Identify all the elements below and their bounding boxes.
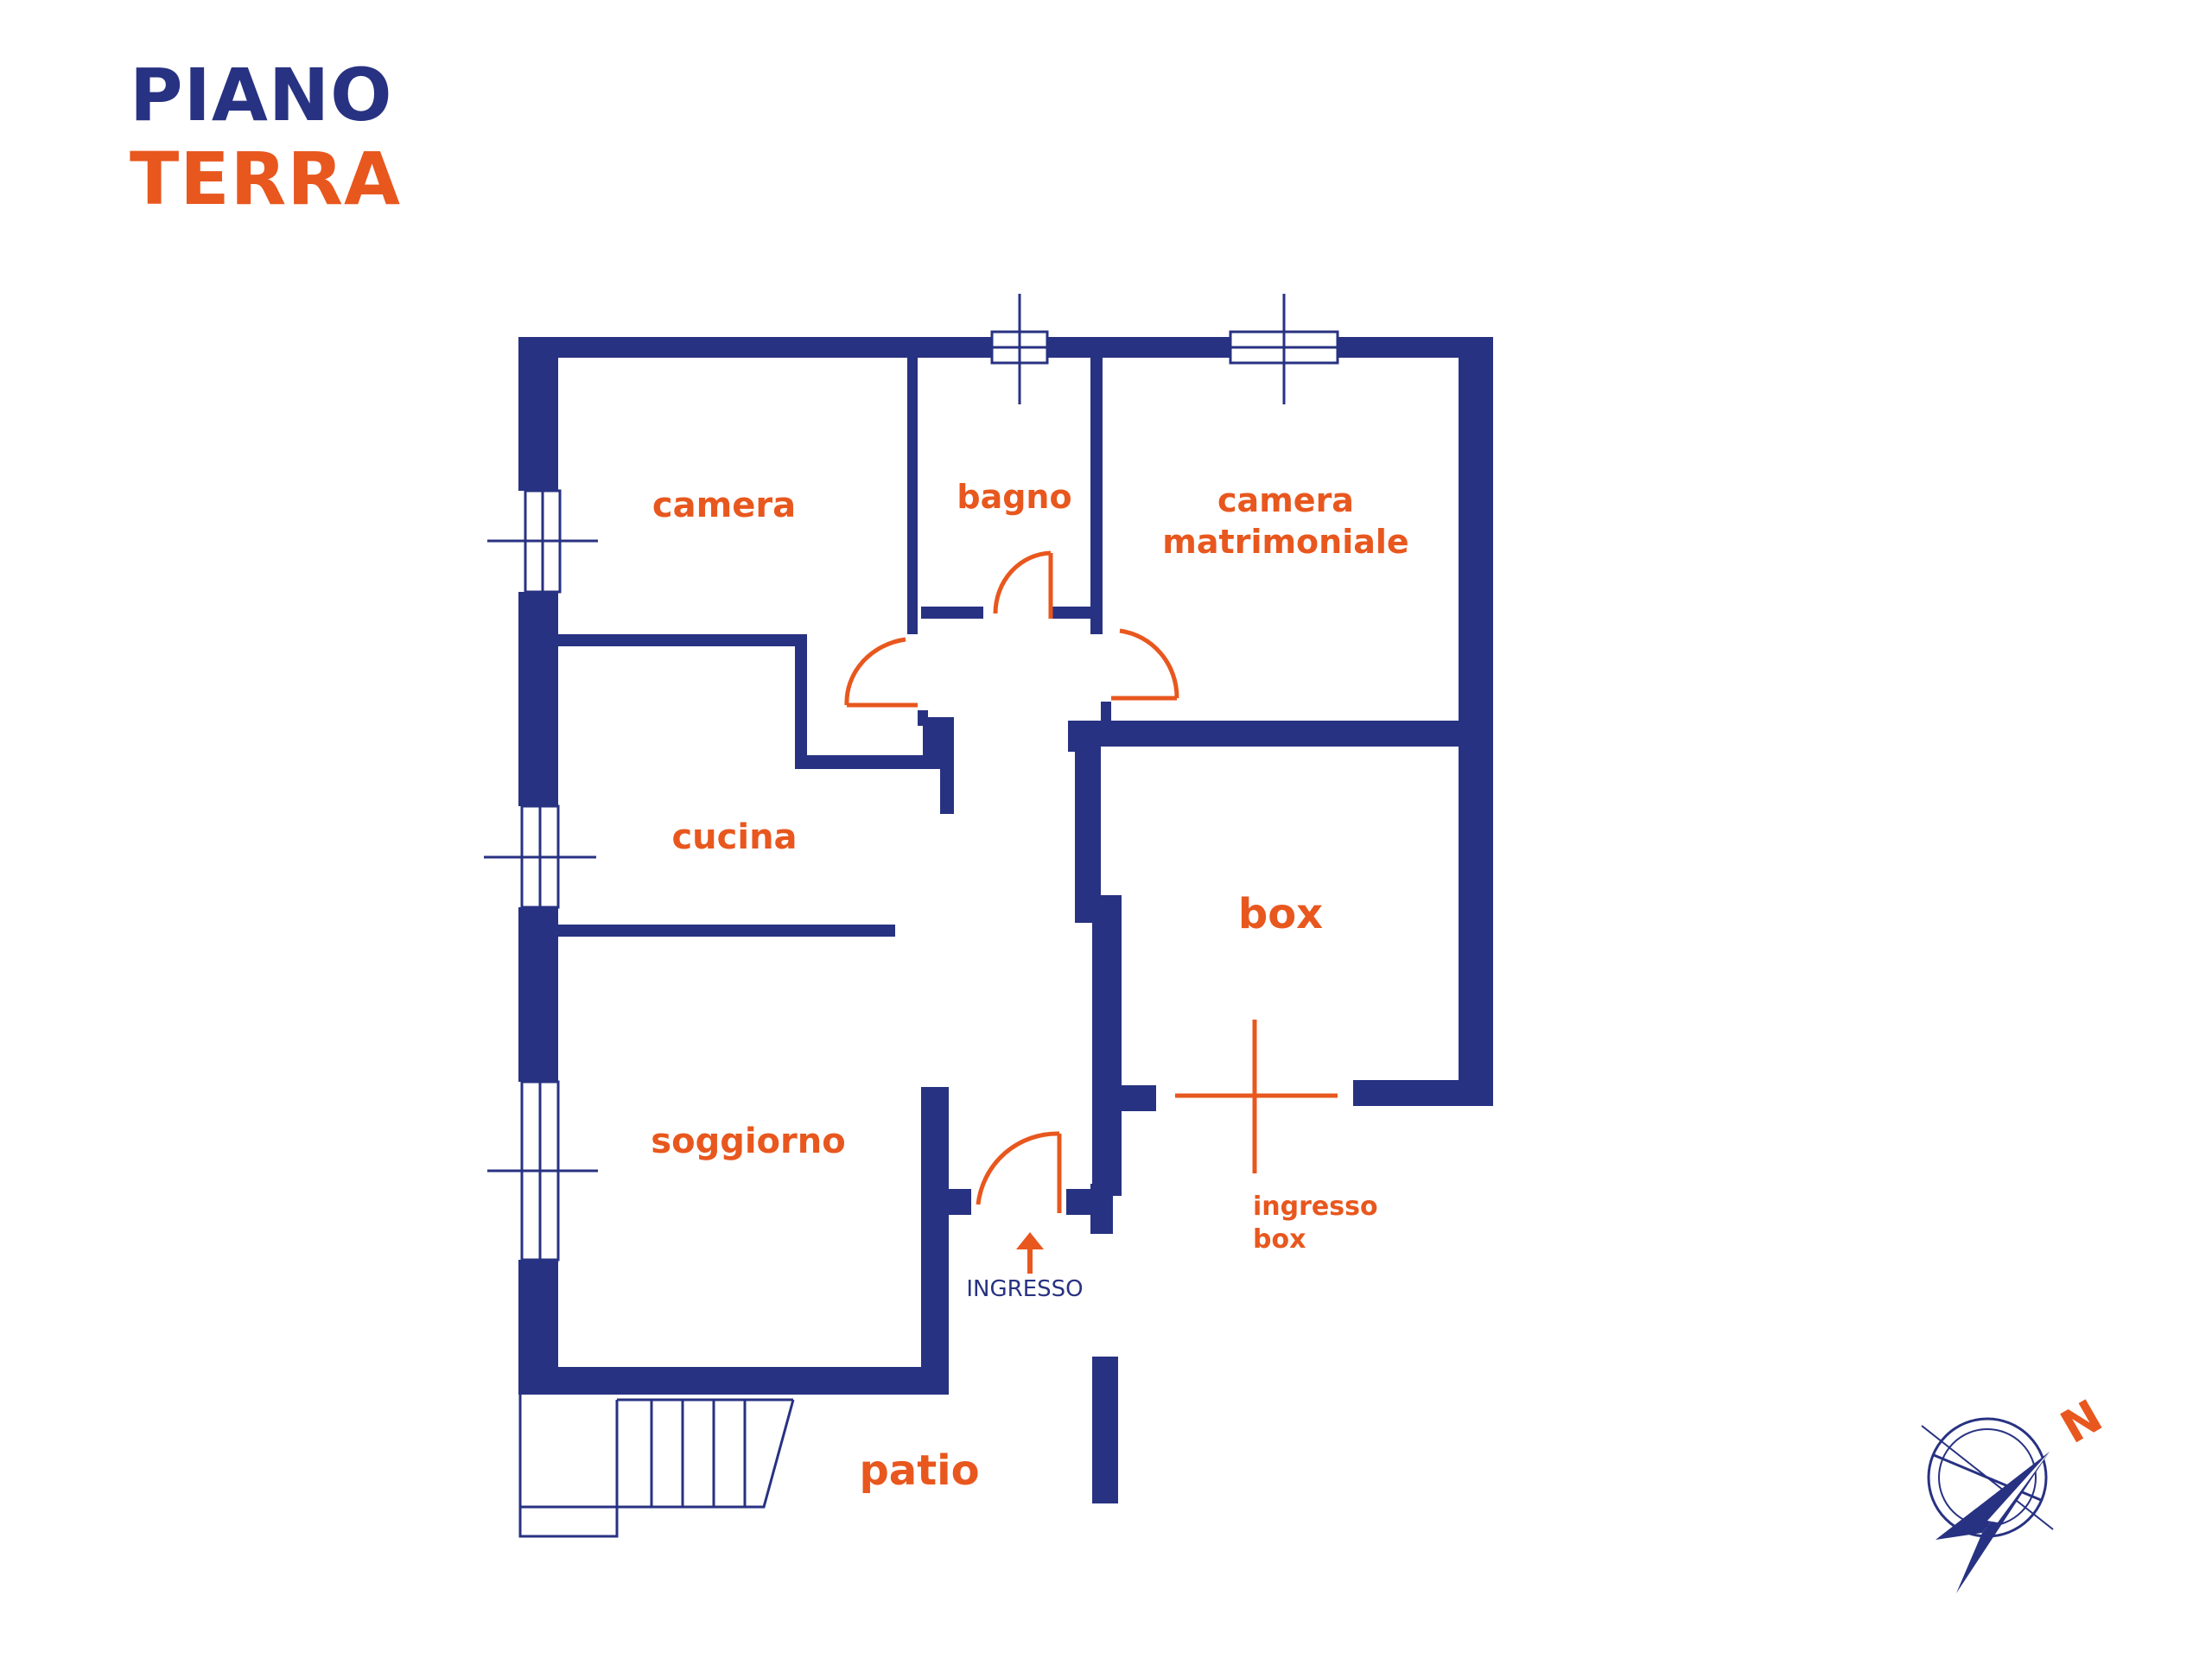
wall-bagno-bottom-left	[921, 607, 983, 619]
room-label-camera: camera	[652, 486, 796, 525]
wall-bagno-bottom-right	[1052, 607, 1103, 619]
room-label-bagno: bagno	[957, 478, 1071, 516]
title-piano: PIANO	[130, 53, 393, 137]
room-label-cucina: cucina	[671, 817, 797, 857]
wall-entrance-stub	[1066, 1189, 1096, 1215]
compass-north-label: N	[2053, 1390, 2112, 1454]
door-bagno	[993, 550, 1053, 619]
wall-stub-2	[1101, 702, 1111, 722]
window-camera	[487, 489, 598, 594]
wall-corridor-right-2	[1075, 721, 1101, 923]
wall-left-2	[518, 592, 558, 806]
wall-cucina-bottom	[558, 925, 895, 937]
door-box	[1175, 1020, 1338, 1173]
wall-corridor-left-2	[940, 717, 954, 814]
wall-left-1	[518, 337, 558, 491]
wall-box-bottom-right	[1353, 1080, 1493, 1106]
entrance-label: INGRESSO	[966, 1276, 1083, 1302]
door-ingresso	[976, 1131, 1062, 1213]
compass-icon	[1921, 1417, 2054, 1593]
wall-stub-1	[918, 710, 928, 726]
window-soggiorno	[487, 1080, 598, 1262]
wall-top-left	[518, 337, 992, 358]
wall-corridor-right-3	[1092, 895, 1122, 1196]
wall-cucina-top	[795, 755, 944, 769]
box-entrance-label-2: box	[1253, 1224, 1306, 1255]
room-label-soggiorno: soggiorno	[651, 1122, 845, 1161]
entrance-arrow-icon	[1016, 1232, 1044, 1274]
wall-bagno-right	[1090, 358, 1103, 634]
room-label-patio: patio	[859, 1446, 979, 1495]
door-matrimoniale	[1111, 628, 1179, 701]
window-matrimoniale	[1229, 294, 1339, 404]
wall-soggiorno-right	[921, 1087, 949, 1395]
wall-left-3	[518, 907, 558, 1082]
window-cucina	[484, 804, 596, 909]
wall-top-mid	[1047, 337, 1230, 358]
window-bagno	[990, 294, 1049, 404]
box-entrance-label-1: ingresso	[1253, 1192, 1378, 1222]
room-label-box: box	[1238, 890, 1323, 938]
windows	[484, 294, 1339, 1262]
wall-camera-step	[795, 634, 807, 766]
wall-soggiorno-stub	[949, 1189, 971, 1215]
stairs	[518, 1395, 795, 1538]
room-label-matrimoniale-2: matrimoniale	[1162, 523, 1408, 561]
room-labels: camera bagno camera matrimoniale cucina …	[651, 478, 1408, 1495]
wall-bagno-left	[907, 358, 918, 634]
wall-right	[1459, 337, 1493, 1106]
walls	[518, 337, 1493, 1503]
wall-box-bottom-left	[1120, 1085, 1156, 1111]
wall-camera-bottom	[558, 634, 802, 646]
wall-bottom	[518, 1367, 949, 1395]
title-terra: TERRA	[130, 137, 402, 221]
wall-box-top	[1068, 721, 1459, 747]
doors	[844, 550, 1338, 1213]
wall-patio	[1092, 1357, 1118, 1503]
door-camera	[844, 637, 918, 708]
room-label-matrimoniale-1: camera	[1217, 481, 1354, 519]
